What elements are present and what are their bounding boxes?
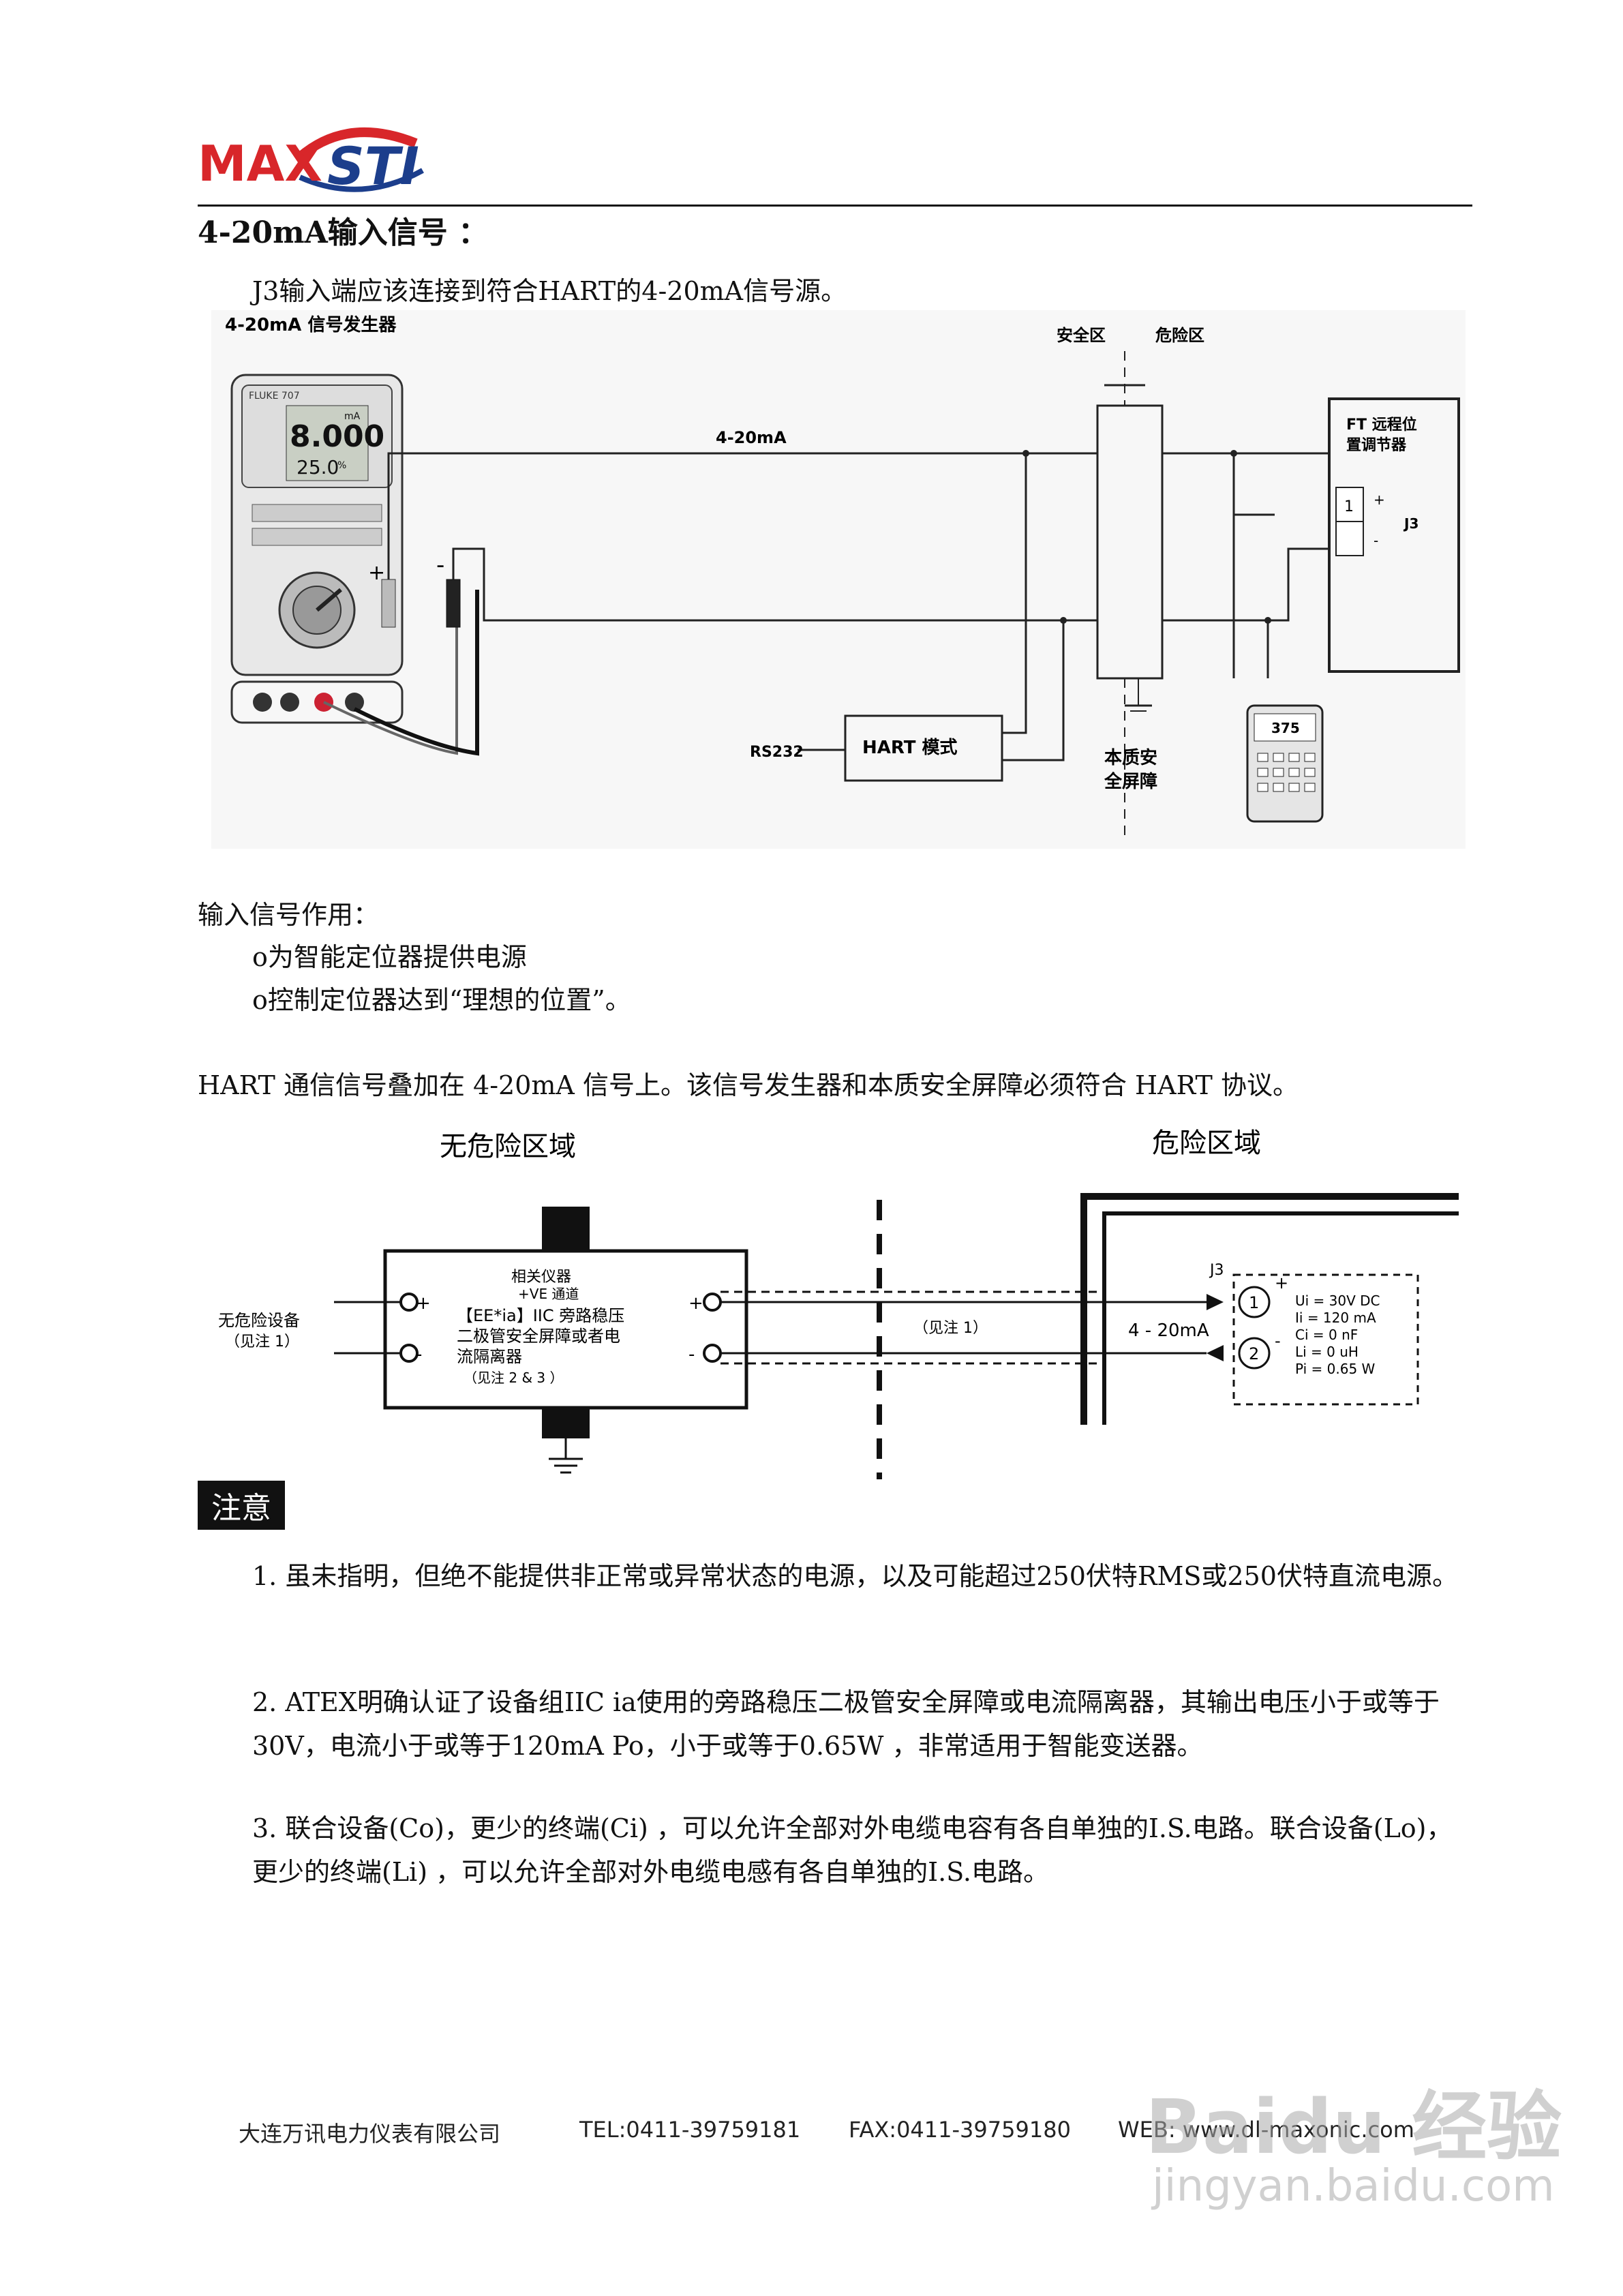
watermark-line1: Baidu 经验 xyxy=(1145,2083,1562,2171)
svg-text:Pi = 0.65 W: Pi = 0.65 W xyxy=(1295,1361,1376,1377)
watermark-line2: jingyan.baidu.com xyxy=(1152,2161,1555,2211)
svg-text:二极管安全屏障或者电: 二极管安全屏障或者电 xyxy=(457,1327,620,1346)
notes-tag: 注意 xyxy=(198,1481,285,1530)
wire-label: 4-20mA xyxy=(716,428,787,447)
svg-text:危险区域: 危险区域 xyxy=(1152,1128,1261,1159)
header-rule xyxy=(198,205,1472,207)
svg-text:MAX: MAX xyxy=(198,135,322,192)
note-1: 1. 虽未指明，但绝不能提供非正常或异常状态的电源，以及可能超过250伏特RMS… xyxy=(252,1561,1458,1591)
footer-fax: FAX:0411-39759180 xyxy=(849,2117,1071,2143)
multimeter: FLUKE 707 8.000 mA 25.0 % xyxy=(230,374,404,724)
hart-note: HART 通信信号叠加在 4-20mA 信号上。该信号发生器和本质安全屏障必须符… xyxy=(198,1070,1299,1100)
effect-bullet-1: o为智能定位器提供电源 xyxy=(252,942,527,972)
svg-text:本质安: 本质安 xyxy=(1104,748,1157,768)
svg-text:【EE*ia】IIC 旁路稳压: 【EE*ia】IIC 旁路稳压 xyxy=(457,1306,624,1325)
svg-text:STI: STI xyxy=(327,136,419,196)
footer-company: 大连万讯电力仪表有限公司 xyxy=(239,2121,501,2147)
svg-text:-: - xyxy=(1275,1331,1281,1350)
svg-text:（见注 2 & 3 ）: （见注 2 & 3 ） xyxy=(464,1370,563,1386)
svg-text:流隔离器: 流隔离器 xyxy=(457,1347,522,1366)
svg-text:4 - 20mA: 4 - 20mA xyxy=(1128,1320,1209,1341)
note-3: 3. 联合设备(Co)，更少的终端(Ci) ，可以允许全部对外电缆电容有各自单独… xyxy=(252,1813,1453,1887)
svg-text:mA: mA xyxy=(344,411,361,422)
svg-text:无危险设备: 无危险设备 xyxy=(218,1311,300,1330)
svg-text:Ii = 120 mA: Ii = 120 mA xyxy=(1295,1310,1376,1326)
svg-text:相关仪器: 相关仪器 xyxy=(511,1269,571,1286)
footer-web: WEB: www.dl-maxonic.com xyxy=(1118,2117,1414,2143)
logo: MAX STI xyxy=(198,116,450,205)
svg-text:Ui = 30V DC: Ui = 30V DC xyxy=(1295,1293,1380,1309)
svg-text:-: - xyxy=(1374,532,1378,549)
note-2: 2. ATEX明确认证了设备组IIC ia使用的旁路稳压二极管安全屏障或电流隔离… xyxy=(252,1687,1440,1761)
svg-text:J3: J3 xyxy=(1403,515,1419,532)
svg-text:1: 1 xyxy=(1344,498,1354,515)
intro-text: J3输入端应该连接到符合HART的4-20mA信号源。 xyxy=(252,276,847,306)
svg-text:8.000: 8.000 xyxy=(290,419,384,454)
svg-text:1: 1 xyxy=(1249,1293,1259,1312)
svg-text:RS232: RS232 xyxy=(750,744,804,761)
svg-text:Li = 0 uH: Li = 0 uH xyxy=(1295,1344,1359,1360)
svg-text:+: + xyxy=(416,1293,431,1314)
svg-text:安全区: 安全区 xyxy=(1057,326,1106,345)
svg-text:+: + xyxy=(688,1293,703,1314)
footer-tel: TEL:0411-39759181 xyxy=(579,2117,801,2143)
svg-text:+: + xyxy=(1275,1273,1288,1293)
svg-text:-: - xyxy=(688,1344,695,1365)
svg-text:J3: J3 xyxy=(1209,1262,1224,1279)
svg-text:Ci = 0 nF: Ci = 0 nF xyxy=(1295,1327,1358,1343)
svg-text:+: + xyxy=(1374,492,1385,508)
svg-text:25.0: 25.0 xyxy=(297,456,339,479)
effects-title: 输入信号作用： xyxy=(198,900,380,930)
svg-text:375: 375 xyxy=(1271,720,1300,736)
wiring-diagram-2: 无危险区域 危险区域 无危险设备 （见注 1） 相关仪器 +VE 通道 【EE*… xyxy=(204,1118,1466,1500)
svg-text:（见注 1）: （见注 1） xyxy=(225,1333,299,1350)
svg-text:-: - xyxy=(416,1344,422,1365)
svg-text:置调节器: 置调节器 xyxy=(1346,437,1407,454)
svg-text:危险区: 危险区 xyxy=(1155,326,1204,345)
wiring-diagram-1: 4-20mA 信号发生器 FLUKE 707 8.000 mA 25.0 % xyxy=(211,310,1466,849)
svg-text:2: 2 xyxy=(1249,1344,1259,1363)
svg-text:FLUKE 707: FLUKE 707 xyxy=(249,391,300,402)
svg-text:%: % xyxy=(337,460,346,471)
svg-text:全屏障: 全屏障 xyxy=(1104,771,1157,792)
effect-bullet-2: o控制定位器达到“理想的位置”。 xyxy=(252,985,631,1015)
generator-label: 4-20mA 信号发生器 xyxy=(225,314,397,335)
svg-text:-: - xyxy=(436,552,444,579)
section-title: 4-20mA输入信号 ： xyxy=(198,215,489,250)
svg-text:+: + xyxy=(368,561,385,585)
svg-text:FT 远程位: FT 远程位 xyxy=(1346,416,1417,434)
svg-text:HART 模式: HART 模式 xyxy=(862,738,958,758)
svg-text:（见注 1）: （见注 1） xyxy=(913,1320,988,1337)
svg-text:+VE 通道: +VE 通道 xyxy=(518,1286,579,1302)
svg-text:无危险区域: 无危险区域 xyxy=(440,1131,576,1162)
